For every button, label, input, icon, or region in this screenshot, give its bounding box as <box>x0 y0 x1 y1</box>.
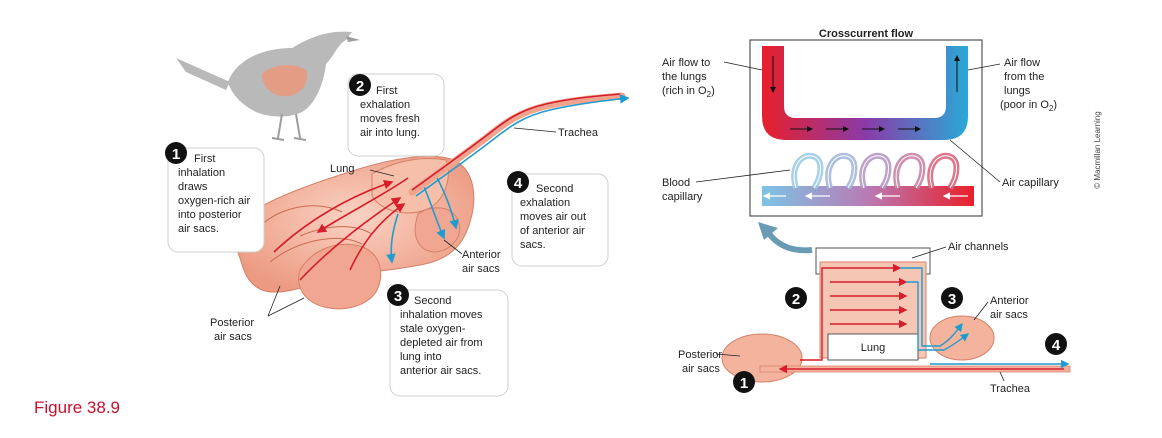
step-3-text: Second inhalation moves stale oxygen- de… <box>400 295 486 377</box>
figure-label: Figure 38.9 <box>34 398 120 417</box>
trachea-illustration <box>408 92 630 197</box>
crosscurrent-panel: Crosscurrent flow <box>749 28 983 217</box>
schematic-marker-2-number: 2 <box>792 291 800 308</box>
anterior-air-sacs-label: Anterior air sacs <box>462 249 504 275</box>
schematic-marker-2 <box>785 287 807 309</box>
schematic-marker-3 <box>941 287 963 309</box>
schematic-diagram: Lung 2 3 1 4 <box>721 247 1071 393</box>
credit-text: © Macmillan Learning <box>1093 111 1102 188</box>
crosscurrent-title: Crosscurrent flow <box>819 28 914 40</box>
air-flow-from-lungs-label: Air flow from the lungs (poor in O2) <box>1000 57 1057 113</box>
schematic-marker-4 <box>1045 333 1067 355</box>
blood-capillary-label: Blood capillary <box>662 177 703 203</box>
schematic-marker-1 <box>733 371 755 393</box>
bird-silhouette <box>176 31 360 141</box>
schematic-marker-4-number: 4 <box>1052 337 1061 354</box>
step-3-callout: 3 Second inhalation moves stale oxygen- … <box>387 284 509 397</box>
air-capillary-tube <box>762 46 968 140</box>
step-3-marker <box>387 284 409 306</box>
step-2-text: First exhalation moves fresh air into lu… <box>360 85 423 139</box>
schematic-posterior-sac <box>721 333 803 383</box>
schematic-trachea-label: Trachea <box>990 383 1031 395</box>
posterior-air-sacs-label: Posterior air sacs <box>210 317 257 343</box>
zoom-arrow <box>765 230 813 254</box>
left-labels: Trachea Lung Anterior air sacs Posterior… <box>210 127 599 343</box>
schematic-marker-1-number: 1 <box>740 375 748 392</box>
air-capillary-label: Air capillary <box>1002 177 1059 189</box>
step-2-number: 2 <box>356 78 364 95</box>
air-channels-label: Air channels <box>948 241 1009 253</box>
schematic-marker-3-number: 3 <box>948 291 956 308</box>
step-1-callout: 1 First inhalation draws oxygen-rich air… <box>165 142 265 253</box>
schematic-labels: Air channels Anterior air sacs Posterior… <box>678 241 1032 395</box>
step-4-number: 4 <box>514 175 523 192</box>
step-1-marker <box>165 142 187 164</box>
zoom-arrow-head <box>758 222 778 240</box>
step-3-number: 3 <box>394 288 402 305</box>
blood-capillary <box>762 186 974 206</box>
step-2-marker <box>349 74 371 96</box>
lung-label: Lung <box>330 163 354 175</box>
trachea-label: Trachea <box>558 127 599 139</box>
air-flow-to-lungs-label: Air flow to the lungs (rich in O2) <box>662 57 715 99</box>
step-4-marker <box>507 171 529 193</box>
step-1-text: First inhalation draws oxygen-rich air i… <box>178 153 253 235</box>
schematic-anterior-label: Anterior air sacs <box>990 295 1032 321</box>
crosscurrent-labels: Air flow to the lungs (rich in O2) Air f… <box>662 57 1059 203</box>
step-2-callout: 2 First exhalation moves fresh air into … <box>347 73 445 157</box>
schematic-posterior-label: Posterior air sacs <box>678 349 725 375</box>
step-4-text: Second exhalation moves air out of anter… <box>520 183 589 251</box>
step-1-number: 1 <box>172 146 180 163</box>
schematic-lung-label: Lung <box>861 342 885 354</box>
step-4-callout: 4 Second exhalation moves air out of ant… <box>507 171 609 267</box>
